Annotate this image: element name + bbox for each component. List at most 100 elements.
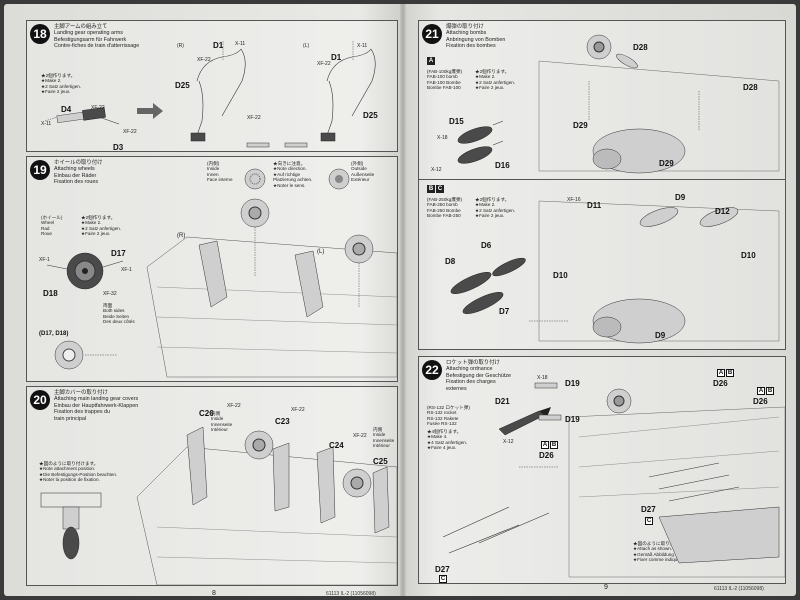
- part-d10: D10: [553, 271, 568, 280]
- paint-xf32: XF-32: [103, 291, 117, 297]
- side-r-label: (R): [177, 43, 184, 49]
- step-number: 18: [30, 24, 50, 44]
- paint-xf1: XF-1: [121, 267, 132, 273]
- part-d9: D9: [675, 193, 686, 202]
- step-number: 19: [30, 160, 50, 180]
- part-d16: D16: [495, 161, 510, 170]
- paint-x12: X-12: [431, 167, 442, 173]
- part-d29: D29: [659, 159, 674, 168]
- paint-x12: X-12: [503, 439, 514, 445]
- step-number: 20: [30, 390, 50, 410]
- part-d1: D1: [331, 53, 342, 62]
- variant-c-badge: C: [645, 517, 653, 525]
- part-d28: D28: [633, 43, 648, 52]
- part-d6: D6: [481, 241, 492, 250]
- paint-x11: X-11: [235, 41, 246, 47]
- step-number: 21: [422, 24, 442, 44]
- rocket-label: (RS-132 ロケット弾)RS-132 rocket RS-132 Raket…: [427, 405, 470, 427]
- paint-xf22: XF-22: [91, 105, 105, 111]
- part-d27: D27: [435, 565, 450, 574]
- divider: [419, 179, 785, 180]
- part-d29: D29: [573, 121, 588, 130]
- make-note: ★2個作ります。★Make 2. ★2 Satz anfertigen.★Fai…: [81, 215, 122, 237]
- part-d8: D8: [445, 257, 456, 266]
- paint-xf22: XF-22: [317, 61, 331, 67]
- variant-a-badge: A: [427, 57, 435, 65]
- step-22-drawing: [442, 382, 785, 578]
- paint-xf22: XF-22: [227, 403, 241, 409]
- paint-x11: X-11: [357, 43, 368, 49]
- step-number: 22: [422, 360, 442, 380]
- part-d25: D25: [175, 81, 190, 90]
- part-d26: D26: [539, 451, 554, 460]
- part-d19: D19: [565, 415, 580, 424]
- attach-note: ★図のように取り付けます。★Note attachment position. …: [39, 461, 118, 483]
- paint-xf1: XF-1: [39, 257, 50, 263]
- part-d28: D28: [743, 83, 758, 92]
- part-d17: D17: [111, 249, 126, 258]
- make-note: ★2個作ります。★Make 2. ★2 Satz anfertigen.★Fai…: [475, 69, 516, 91]
- part-d26: D26: [753, 397, 768, 406]
- part-d18: D18: [43, 289, 58, 298]
- page-fold: [400, 4, 406, 596]
- attach-note: ★図のように取り付けます。★Attach as shown. ★Gemäß Ab…: [633, 541, 696, 563]
- paint-xf22: XF-22: [247, 115, 261, 121]
- paint-x18: X-18: [437, 135, 448, 141]
- step-18-drawing: [44, 41, 376, 148]
- part-d3: D3: [113, 143, 124, 152]
- side-l-label: (L): [303, 43, 310, 49]
- part-d25: D25: [363, 111, 378, 120]
- right-footer-code: 61113 IL-2 (11056098): [714, 586, 764, 592]
- part-d7: D7: [499, 307, 510, 316]
- variant-c-badge: C: [439, 575, 447, 583]
- make-note: ★2個作ります。★Make 2. ★2 Satz anfertigen.★Fai…: [475, 197, 516, 219]
- part-d1: D1: [213, 41, 224, 50]
- part-c24: C24: [329, 441, 344, 450]
- side-l-label: (L): [317, 249, 325, 255]
- paint-xf22: XF-22: [353, 433, 367, 439]
- part-d4: D4: [61, 105, 72, 114]
- part-d9: D9: [655, 331, 666, 340]
- page-number-left: 8: [212, 590, 216, 597]
- step-20-drawing: [40, 426, 397, 585]
- part-c26: C26: [199, 409, 214, 418]
- make-note: ★4個作ります。★Make 4. ★4 Satz anfertigen.★Fai…: [427, 429, 468, 451]
- part-d11: D11: [587, 201, 602, 210]
- paint-xf22: XF-22: [123, 129, 137, 135]
- part-c23: C23: [275, 417, 290, 426]
- paint-xf22: XF-22: [291, 407, 305, 413]
- part-d17-d18: (D17, D18): [39, 331, 69, 337]
- left-footer-code: 61113 IL-2 (11056098): [326, 591, 376, 597]
- part-d12: D12: [715, 207, 730, 216]
- part-d10: D10: [741, 251, 756, 260]
- part-c25: C25: [373, 457, 388, 466]
- side-r-label: (R): [177, 233, 186, 239]
- part-d26: D26: [713, 379, 728, 388]
- paint-x11: X-11: [41, 121, 52, 127]
- make-note: ★2個作ります。★Make 2. ★2 Satz anfertigen.★Fai…: [41, 73, 82, 95]
- step-21-drawing: [450, 34, 780, 344]
